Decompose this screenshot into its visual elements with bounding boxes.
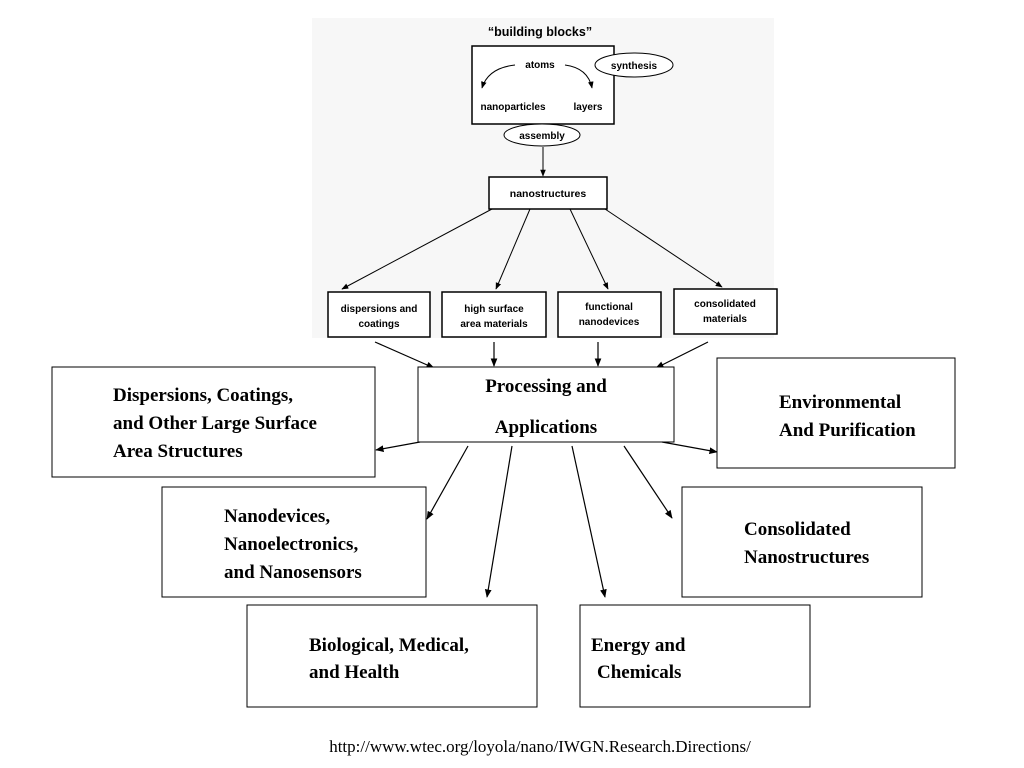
nanostructures-label: nanostructures <box>510 188 587 200</box>
category-label: dispersions and <box>341 304 418 315</box>
application-label: Consolidated <box>744 519 851 540</box>
source-url: http://www.wtec.org/loyola/nano/IWGN.Res… <box>329 737 751 756</box>
processing-to-nanodevices-arrow <box>426 445 469 520</box>
application-box <box>51 366 376 478</box>
nanostructures-box <box>488 176 608 210</box>
atoms-to-nanoparticles-arrow <box>481 64 516 89</box>
category-label: materials <box>703 314 747 325</box>
application-label: Environmental <box>779 392 901 413</box>
application-label: Nanodevices, <box>224 506 330 527</box>
processing-to-environmental-arrow <box>661 441 718 454</box>
category-label: high surface <box>464 304 524 315</box>
category-consolidated: consolidated materials <box>673 288 778 335</box>
category-box <box>673 288 778 335</box>
category-high-surface: high surface area materials <box>441 291 547 338</box>
consolidated-to-processing-arrow <box>655 341 709 369</box>
applications-label: Applications <box>495 417 597 438</box>
nanostructures-to-highsurface-arrow <box>495 208 531 290</box>
atoms-label: atoms <box>525 60 555 71</box>
category-functional: functional nanodevices <box>557 291 662 338</box>
application-label: Energy and <box>591 635 686 656</box>
application-environmental: Environmental And Purification <box>716 357 956 469</box>
processing-to-consolidated-arrow <box>623 445 673 519</box>
application-box <box>579 604 811 708</box>
application-label: Area Structures <box>113 441 243 462</box>
dispersions-to-processing-arrow <box>374 341 435 369</box>
processing-to-energy-arrow <box>571 445 607 598</box>
application-label: Biological, Medical, <box>309 635 469 656</box>
synthesis-label: synthesis <box>611 61 658 72</box>
category-label: consolidated <box>694 299 756 310</box>
synthesis-oval <box>594 52 674 78</box>
application-label: and Health <box>309 662 400 683</box>
category-label: functional <box>585 302 633 313</box>
application-label: And Purification <box>779 420 916 441</box>
category-box <box>557 291 662 338</box>
processing-applications-box <box>417 366 675 443</box>
application-label: Nanostructures <box>744 547 869 568</box>
application-biological: Biological, Medical, and Health <box>246 604 538 708</box>
application-dispersions: Dispersions, Coatings, and Other Large S… <box>51 366 376 478</box>
layers-label: layers <box>574 102 603 113</box>
processing-to-dispersions-arrow <box>375 441 421 452</box>
atoms-to-layers-arrow <box>564 64 594 89</box>
application-box <box>246 604 538 708</box>
application-nanodevices: Nanodevices, Nanoelectronics, and Nanose… <box>161 486 427 598</box>
assembly-label: assembly <box>519 131 565 142</box>
category-dispersions: dispersions and coatings <box>327 291 431 338</box>
application-box <box>716 357 956 469</box>
assembly-oval <box>503 123 581 147</box>
application-box <box>161 486 427 598</box>
nanoparticles-label: nanoparticles <box>480 102 545 113</box>
processing-label: Processing and <box>485 376 607 397</box>
application-label: and Other Large Surface <box>113 413 317 434</box>
category-label: area materials <box>460 319 528 330</box>
category-label: coatings <box>358 319 400 330</box>
nanostructures-to-dispersions-arrow <box>341 208 493 290</box>
application-label: Nanoelectronics, <box>224 534 358 555</box>
building-blocks-title: “building blocks” <box>488 25 592 39</box>
application-box <box>681 486 923 598</box>
nanostructures-to-functional-arrow <box>569 208 609 290</box>
category-label: nanodevices <box>579 317 640 328</box>
processing-to-biological-arrow <box>484 445 513 598</box>
category-box <box>441 291 547 338</box>
application-energy: Energy and Chemicals <box>579 604 811 708</box>
application-label: and Nanosensors <box>224 562 362 583</box>
nanostructures-to-consolidated-arrow <box>604 208 723 288</box>
application-label: Dispersions, Coatings, <box>113 385 293 406</box>
application-label: Chemicals <box>597 662 681 683</box>
category-box <box>327 291 431 338</box>
application-consolidated: Consolidated Nanostructures <box>681 486 923 598</box>
